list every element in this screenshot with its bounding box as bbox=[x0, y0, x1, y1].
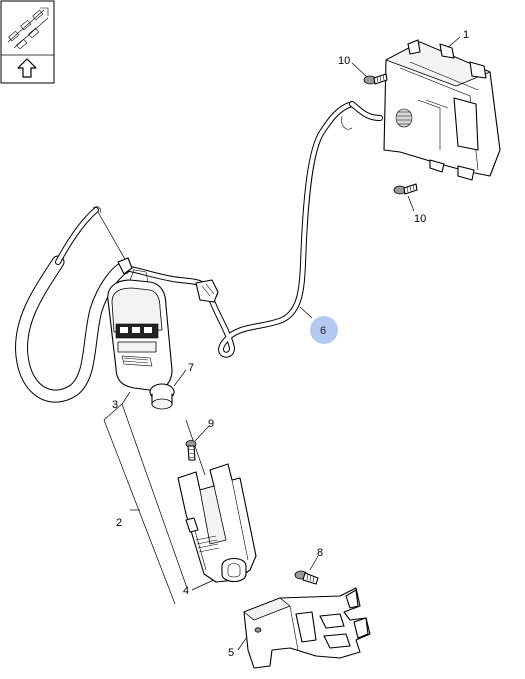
screw-bottom bbox=[393, 183, 418, 195]
callout-3: 3 bbox=[112, 399, 118, 411]
control-unit bbox=[383, 39, 501, 181]
callout-9: 9 bbox=[208, 418, 214, 430]
callout-labels: 1 2 3 4 5 6 7 8 9 10 10 bbox=[112, 29, 469, 659]
up-arrow-icon bbox=[17, 58, 37, 78]
callout-2: 2 bbox=[116, 517, 122, 529]
callout-4: 4 bbox=[183, 585, 189, 597]
callout-8: 8 bbox=[317, 547, 323, 559]
leader-lines bbox=[97, 36, 461, 651]
vent-grille bbox=[395, 108, 413, 128]
screw-8 bbox=[294, 570, 319, 585]
callout-1: 1 bbox=[463, 29, 469, 41]
callout-10-top: 10 bbox=[338, 55, 350, 67]
callout-10-bottom: 10 bbox=[414, 213, 426, 225]
handset bbox=[107, 269, 173, 391]
screw-top bbox=[363, 73, 388, 85]
callout-6: 6 bbox=[320, 325, 326, 337]
vehicle-orientation-icon bbox=[7, 7, 49, 50]
orientation-icon-box bbox=[0, 0, 55, 84]
knob bbox=[149, 383, 175, 410]
callout-5: 5 bbox=[228, 647, 234, 659]
mounting-bracket bbox=[243, 587, 371, 669]
handset-cradle bbox=[177, 463, 257, 583]
callout-7: 7 bbox=[188, 362, 194, 374]
coiled-cable bbox=[15, 206, 131, 403]
callout-6-highlight bbox=[310, 316, 338, 344]
wiring-harness-cable bbox=[117, 101, 383, 358]
screw-9 bbox=[185, 440, 197, 461]
